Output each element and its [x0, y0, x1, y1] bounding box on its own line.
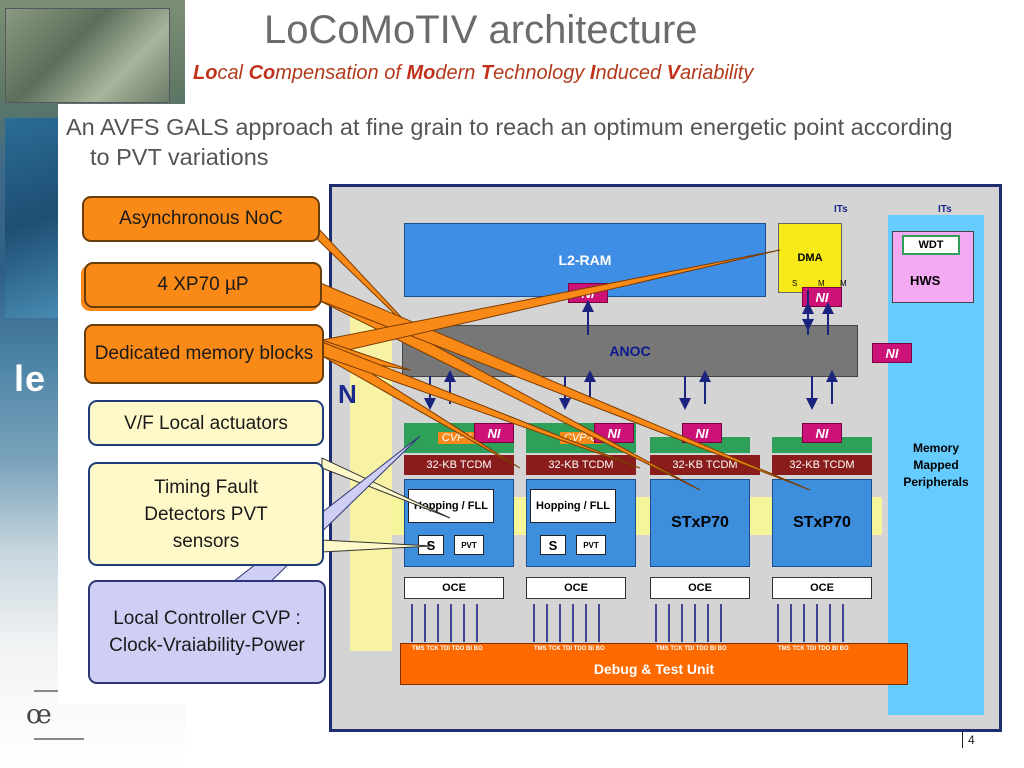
core4-ni: NI — [802, 423, 842, 443]
slide-title: LoCoMoTIV architecture — [264, 8, 698, 52]
subtitle-initial: V — [666, 62, 680, 84]
subtitle-word: mpensation of — [275, 62, 407, 84]
core4-oce: OCE — [772, 577, 872, 599]
core4-cpu: STxP70 — [772, 479, 872, 567]
callout-memory-blocks: Dedicated memory blocks — [84, 324, 324, 384]
subtitle-word: cal — [217, 62, 249, 84]
subtitle-initial: Co — [248, 62, 276, 84]
jtag-pins-4: TMS TCK TDI TDO BI BO — [778, 646, 849, 652]
hopping-label: Hopping / FLL — [536, 499, 610, 512]
peripherals-ni: NI — [872, 343, 912, 363]
dma-its-label: ITs — [834, 204, 848, 215]
dma-block: DMA — [778, 223, 842, 293]
building-photo — [5, 8, 170, 103]
l2-ni: NI — [568, 283, 608, 303]
logo-rule — [34, 738, 84, 740]
core1-fll: Hopping / FLL — [408, 489, 494, 523]
left-domain-band — [350, 311, 392, 651]
page-number-separator — [962, 732, 963, 748]
hws-label: HWS — [910, 273, 941, 288]
core2-tcdm: 32-KB TCDM — [526, 455, 636, 475]
core2-s: S — [540, 535, 566, 555]
callout-async-noc: Asynchronous NoC — [82, 196, 320, 242]
cea-logo: œ — [26, 700, 52, 730]
wdt-block: WDT — [902, 235, 960, 255]
callout-vf-actuators: V/F Local actuators — [88, 400, 324, 446]
core3-oce: OCE — [650, 577, 750, 599]
subtitle-word: dern — [435, 62, 481, 84]
core4-tcdm: 32-KB TCDM — [772, 455, 872, 475]
page-number: 4 — [968, 733, 975, 747]
bullet-body: An AVFS GALS approach at fine grain to r… — [66, 114, 953, 170]
hws-its-label: ITs — [938, 204, 952, 215]
subtitle-word: echnology — [493, 62, 590, 84]
callout-xp70: 4 XP70 µP — [84, 262, 322, 308]
hidden-label-fragment: N — [338, 379, 357, 409]
core1-s: S — [418, 535, 444, 555]
core3-cpu: STxP70 — [650, 479, 750, 567]
jtag-pins-3: TMS TCK TDI TDO BI BO — [656, 646, 727, 652]
subtitle-word: ariability — [679, 62, 754, 84]
hopping-label: Hopping / FLL — [414, 499, 488, 512]
callout-timing-fault: Timing Fault Detectors PVT sensors — [88, 462, 324, 566]
core1-tcdm: 32-KB TCDM — [404, 455, 514, 475]
dma-label: DMA — [797, 252, 823, 264]
core3-tcdm: 32-KB TCDM — [650, 455, 760, 475]
peripherals-label: Memory Mapped Peripherals — [903, 440, 969, 489]
dma-ni: NI — [802, 287, 842, 307]
subtitle-initial: Lo — [193, 62, 218, 84]
core3-ni: NI — [682, 423, 722, 443]
anoc-block: ANOC — [402, 325, 858, 377]
architecture-diagram: L2-RAM NI DMA S M M NI ITs Memory Mapped… — [329, 184, 1002, 732]
jtag-pins-1: TMS TCK TDI TDO BI BO — [412, 646, 483, 652]
logo-fragment: le — [14, 358, 47, 399]
core2-ni: NI — [594, 423, 634, 443]
jtag-pins-2: TMS TCK TDI TDO BI BO — [534, 646, 605, 652]
core2-oce: OCE — [526, 577, 626, 599]
subtitle-initial: I — [589, 62, 596, 84]
core1-pvt: PVT — [454, 535, 484, 555]
core1-ni: NI — [474, 423, 514, 443]
subtitle-initial: Mo — [406, 62, 436, 84]
core2-pvt: PVT — [576, 535, 606, 555]
core2-fll: Hopping / FLL — [530, 489, 616, 523]
slide-subtitle: Local Compensation of Modern Technology … — [193, 62, 753, 85]
callout-local-controller: Local Controller CVP : Clock-Vraiability… — [88, 580, 326, 684]
dma-port-m2: M — [840, 279, 847, 288]
debug-test-unit: Debug & Test Unit — [400, 643, 908, 685]
dma-port-m1: M — [818, 279, 825, 288]
subtitle-initial: T — [480, 62, 494, 84]
subtitle-word: nduced — [595, 62, 667, 84]
dma-port-s: S — [792, 279, 798, 288]
core1-oce: OCE — [404, 577, 504, 599]
bullet-text: An AVFS GALS approach at fine grain to r… — [66, 112, 966, 172]
